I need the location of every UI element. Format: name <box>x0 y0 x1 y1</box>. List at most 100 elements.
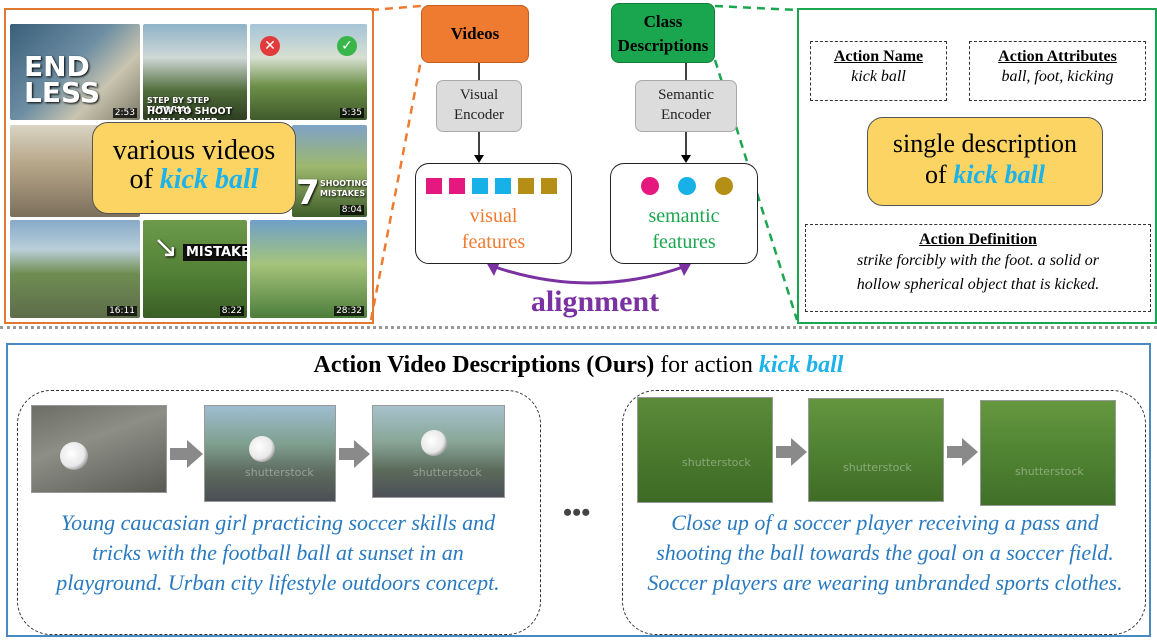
class-connector-top <box>714 4 798 12</box>
watermark: shutterstock <box>413 466 482 479</box>
watermark: shutterstock <box>682 456 751 469</box>
video-duration: 16:11 <box>107 306 137 316</box>
various-videos-prefix: of <box>129 164 160 195</box>
video-frame: shutterstock <box>204 405 336 502</box>
semantic-features-line1: semantic <box>648 205 720 227</box>
video-thumbnail: STEP BY STEP TUTORIAL HOW TO SHOOT WITH … <box>143 24 247 120</box>
video-sequence-left <box>17 390 541 635</box>
action-attributes-value: ball, foot, kicking <box>1001 68 1114 85</box>
single-description-callout: single description of kick ball <box>867 117 1103 206</box>
section-separator <box>0 326 1157 329</box>
watermark: shutterstock <box>843 461 912 474</box>
video-frame: shutterstock <box>980 400 1116 506</box>
class-header-line2: Descriptions <box>617 36 709 55</box>
visual-features-line2: features <box>461 231 526 253</box>
soccer-ball-icon <box>60 442 88 470</box>
video-thumbnail: MISTAKES ↘ 8:22 <box>143 220 247 318</box>
watermark: shutterstock <box>1015 465 1084 478</box>
visual-feature-square <box>495 178 511 194</box>
visual-encoder-arrowhead <box>474 155 484 163</box>
right-arrow-icon <box>339 448 355 460</box>
visual-encoder-line1: Visual <box>459 87 499 103</box>
alignment-arrowhead-left <box>486 262 500 276</box>
single-description-line1: single description <box>892 129 1078 158</box>
various-videos-line2: of kick ball <box>93 164 295 196</box>
action-video-descriptions-panel <box>6 343 1151 637</box>
video-duration: 8:22 <box>219 306 244 316</box>
various-videos-line1: various videos <box>112 135 276 166</box>
right-arrow-icon <box>791 438 807 466</box>
videos-header: Videos <box>421 5 529 63</box>
alignment-arrowhead-right <box>678 262 692 276</box>
video-duration: 8:04 <box>339 205 364 215</box>
arrow-icon: ↘ <box>153 230 179 265</box>
right-video-caption: Close up of a soccer player receiving a … <box>647 510 1123 595</box>
check-icon: ✓ <box>337 36 357 56</box>
title-bold: Action Video Descriptions (Ours) <box>313 352 655 378</box>
left-video-caption: Young caucasian girl practicing soccer s… <box>56 510 500 595</box>
semantic-encoder: Semantic Encoder <box>635 80 737 132</box>
video-duration: 28:32 <box>334 306 364 316</box>
various-videos-callout: various videos of kick ball <box>92 122 296 214</box>
semantic-feature-dot <box>641 177 659 195</box>
cross-icon: ✕ <box>260 36 280 56</box>
action-attributes-box: Action Attributes ball, foot, kicking <box>969 41 1146 101</box>
visual-feature-square <box>541 178 557 194</box>
semantic-feature-dot <box>715 177 733 195</box>
video-frame <box>31 405 167 493</box>
class-header-line1: Class <box>643 12 683 31</box>
single-description-prefix: of <box>925 159 954 189</box>
title-mid: for action <box>654 352 759 378</box>
alignment-label: alignment <box>530 285 660 318</box>
action-name-value: kick ball <box>851 68 906 85</box>
action-definition-line1: strike forcibly with the foot. a solid o… <box>856 252 1100 269</box>
semantic-encoder-arrowhead <box>681 155 691 163</box>
thumbnail-subtitle: STEP BY STEP TUTORIAL <box>147 96 210 114</box>
video-frame: shutterstock <box>808 398 944 502</box>
class-descriptions-header: Class Descriptions <box>611 3 715 63</box>
video-thumbnail: 28:32 <box>250 220 367 318</box>
video-duration: 5:35 <box>339 108 364 118</box>
visual-features-line1: visual <box>469 205 518 227</box>
video-frame: shutterstock <box>372 405 505 498</box>
visual-encoder: Visual Encoder <box>436 80 522 132</box>
semantic-encoder-line1: Semantic <box>658 87 714 103</box>
thumbnail-title: HOW TO SHOOT WITH POWER <box>147 106 233 120</box>
action-name-highlight: kick ball <box>159 164 259 195</box>
video-sequence-right <box>622 390 1146 635</box>
videos-connector-top <box>370 4 422 12</box>
thumbnail-title: MISTAKES <box>183 244 247 261</box>
action-definition-line2: hollow spherical object that is kicked. <box>856 276 1100 293</box>
bottom-section-title: Action Video Descriptions (Ours) for act… <box>6 352 1151 379</box>
action-definition-box: Action Definition strike forcibly with t… <box>805 224 1151 312</box>
watermark: shutterstock <box>245 466 314 479</box>
right-arrow-icon <box>170 448 188 460</box>
right-arrow-icon <box>187 440 203 468</box>
visual-encoder-line2: Encoder <box>454 107 504 123</box>
action-name-box: Action Name kick ball <box>810 41 947 101</box>
semantic-encoder-line2: Encoder <box>661 107 711 123</box>
visual-feature-square <box>518 178 534 194</box>
video-thumbnail: ✕ ✓ 5:35 <box>250 24 367 120</box>
visual-feature-square <box>449 178 465 194</box>
right-arrow-icon <box>962 438 978 466</box>
semantic-feature-dot <box>678 177 696 195</box>
semantic-features-line2: features <box>652 231 716 253</box>
action-definition-heading: Action Definition <box>919 231 1037 248</box>
right-arrow-icon <box>776 446 792 458</box>
ellipsis: ••• <box>563 498 591 527</box>
soccer-ball-icon <box>421 430 447 456</box>
alignment-arc <box>491 264 687 285</box>
right-arrow-icon <box>354 440 370 468</box>
soccer-ball-icon <box>249 436 275 462</box>
semantic-features-box: semantic features <box>610 163 758 264</box>
video-frame: shutterstock <box>637 397 773 503</box>
thumbnail-number: 7 <box>296 173 320 213</box>
action-attributes-heading: Action Attributes <box>998 48 1117 65</box>
action-name-highlight: kick ball <box>953 159 1045 189</box>
video-duration: 2:53 <box>112 108 137 118</box>
